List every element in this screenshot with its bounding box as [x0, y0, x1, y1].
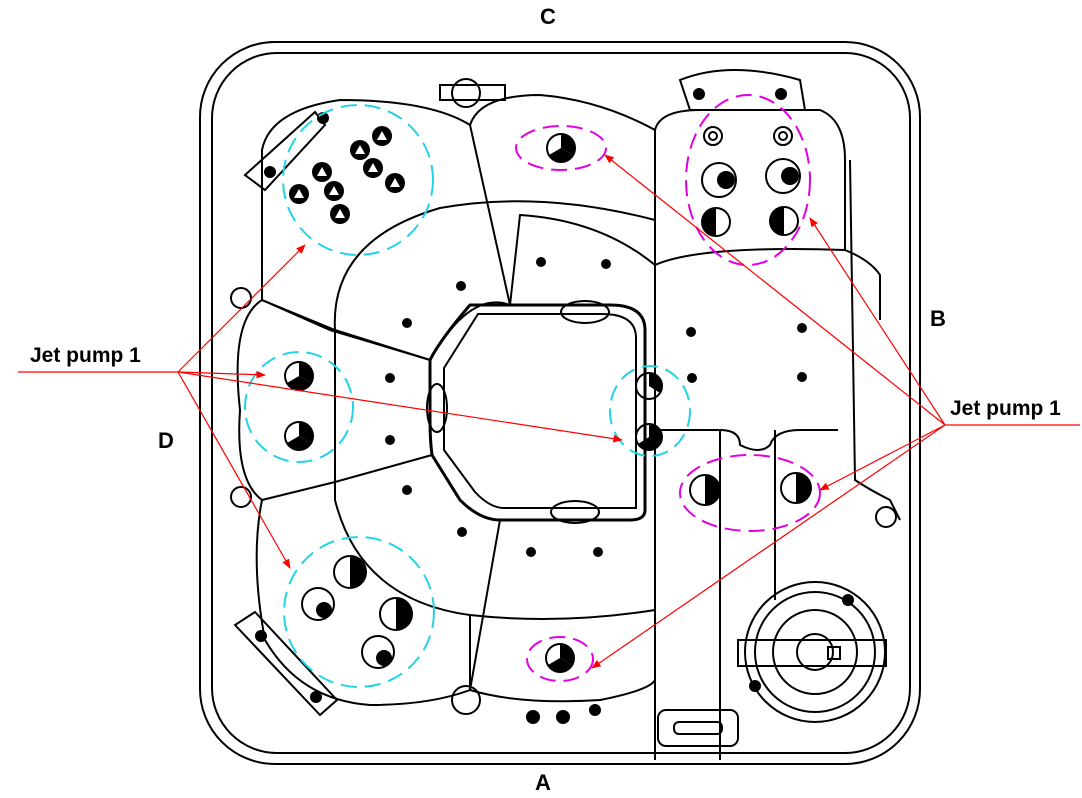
- rotary-jets: [284, 126, 812, 673]
- side-label-top: C: [540, 4, 556, 29]
- side-label-right: B: [930, 306, 946, 331]
- jet-pump-callout-left: Jet pump 1: [30, 344, 141, 367]
- callout-lines-right: [591, 154, 1080, 669]
- jet-group-cyan: [244, 104, 691, 688]
- spa-seating-outline: [236, 93, 901, 760]
- headrest-pillows: [233, 69, 807, 717]
- spa-outer-shell: [199, 41, 921, 765]
- diverter-valves: [230, 78, 897, 724]
- jet-pump-callout-right: Jet pump 1: [950, 397, 1061, 420]
- spa-inner-rim: [211, 52, 911, 754]
- control-panel: [657, 709, 739, 747]
- filter-assembly: [737, 581, 887, 723]
- jet-group-magenta: [515, 94, 821, 682]
- triangle-massage-jets: [289, 126, 405, 224]
- side-label-left: D: [158, 428, 174, 453]
- small-nozzle-jets: [385, 257, 807, 557]
- callout-lines-left: [18, 244, 623, 569]
- side-label-bottom: A: [535, 770, 551, 795]
